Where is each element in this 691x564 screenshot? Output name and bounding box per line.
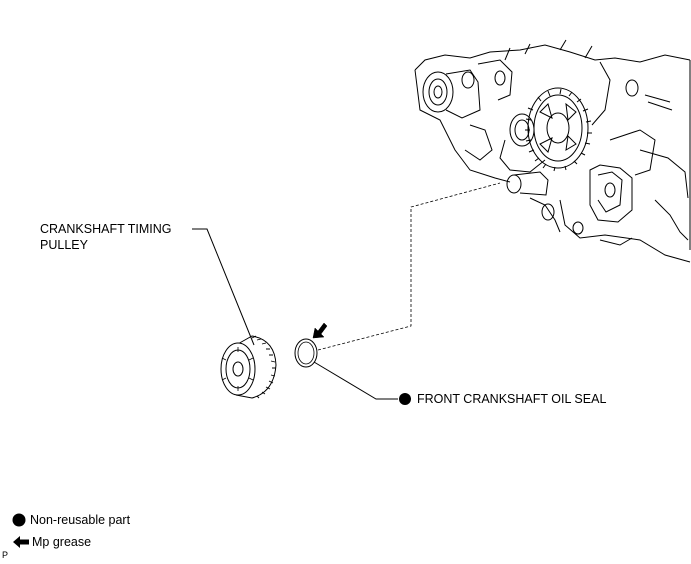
engine-block-illustration: [414, 39, 691, 263]
crankshaft-timing-pulley-illustration: [220, 335, 277, 399]
mp-grease-arrow-icon: [312, 322, 328, 339]
oil-seal-leader-line: [313, 361, 398, 400]
pulley-leader-line: [192, 228, 255, 346]
front-crankshaft-oil-seal-label: FRONT CRANKSHAFT OIL SEAL: [417, 392, 607, 406]
legend-mp-grease-label: Mp grease: [32, 535, 92, 549]
crankshaft-timing-pulley-label: CRANKSHAFT TIMING PULLEY: [40, 221, 172, 253]
front-crankshaft-oil-seal-illustration: [294, 338, 318, 368]
figure-code: P: [2, 550, 9, 560]
non-reusable-marker-icon: [399, 393, 411, 405]
pulley-label-line-1: CRANKSHAFT TIMING: [40, 222, 172, 236]
alignment-dashed-line: [317, 182, 501, 351]
legend-non-reusable-icon: [12, 513, 26, 527]
pulley-label-line-2: PULLEY: [40, 238, 88, 252]
legend-non-reusable-label: Non-reusable part: [30, 513, 131, 527]
legend-mp-grease-arrow-icon: [13, 536, 29, 548]
